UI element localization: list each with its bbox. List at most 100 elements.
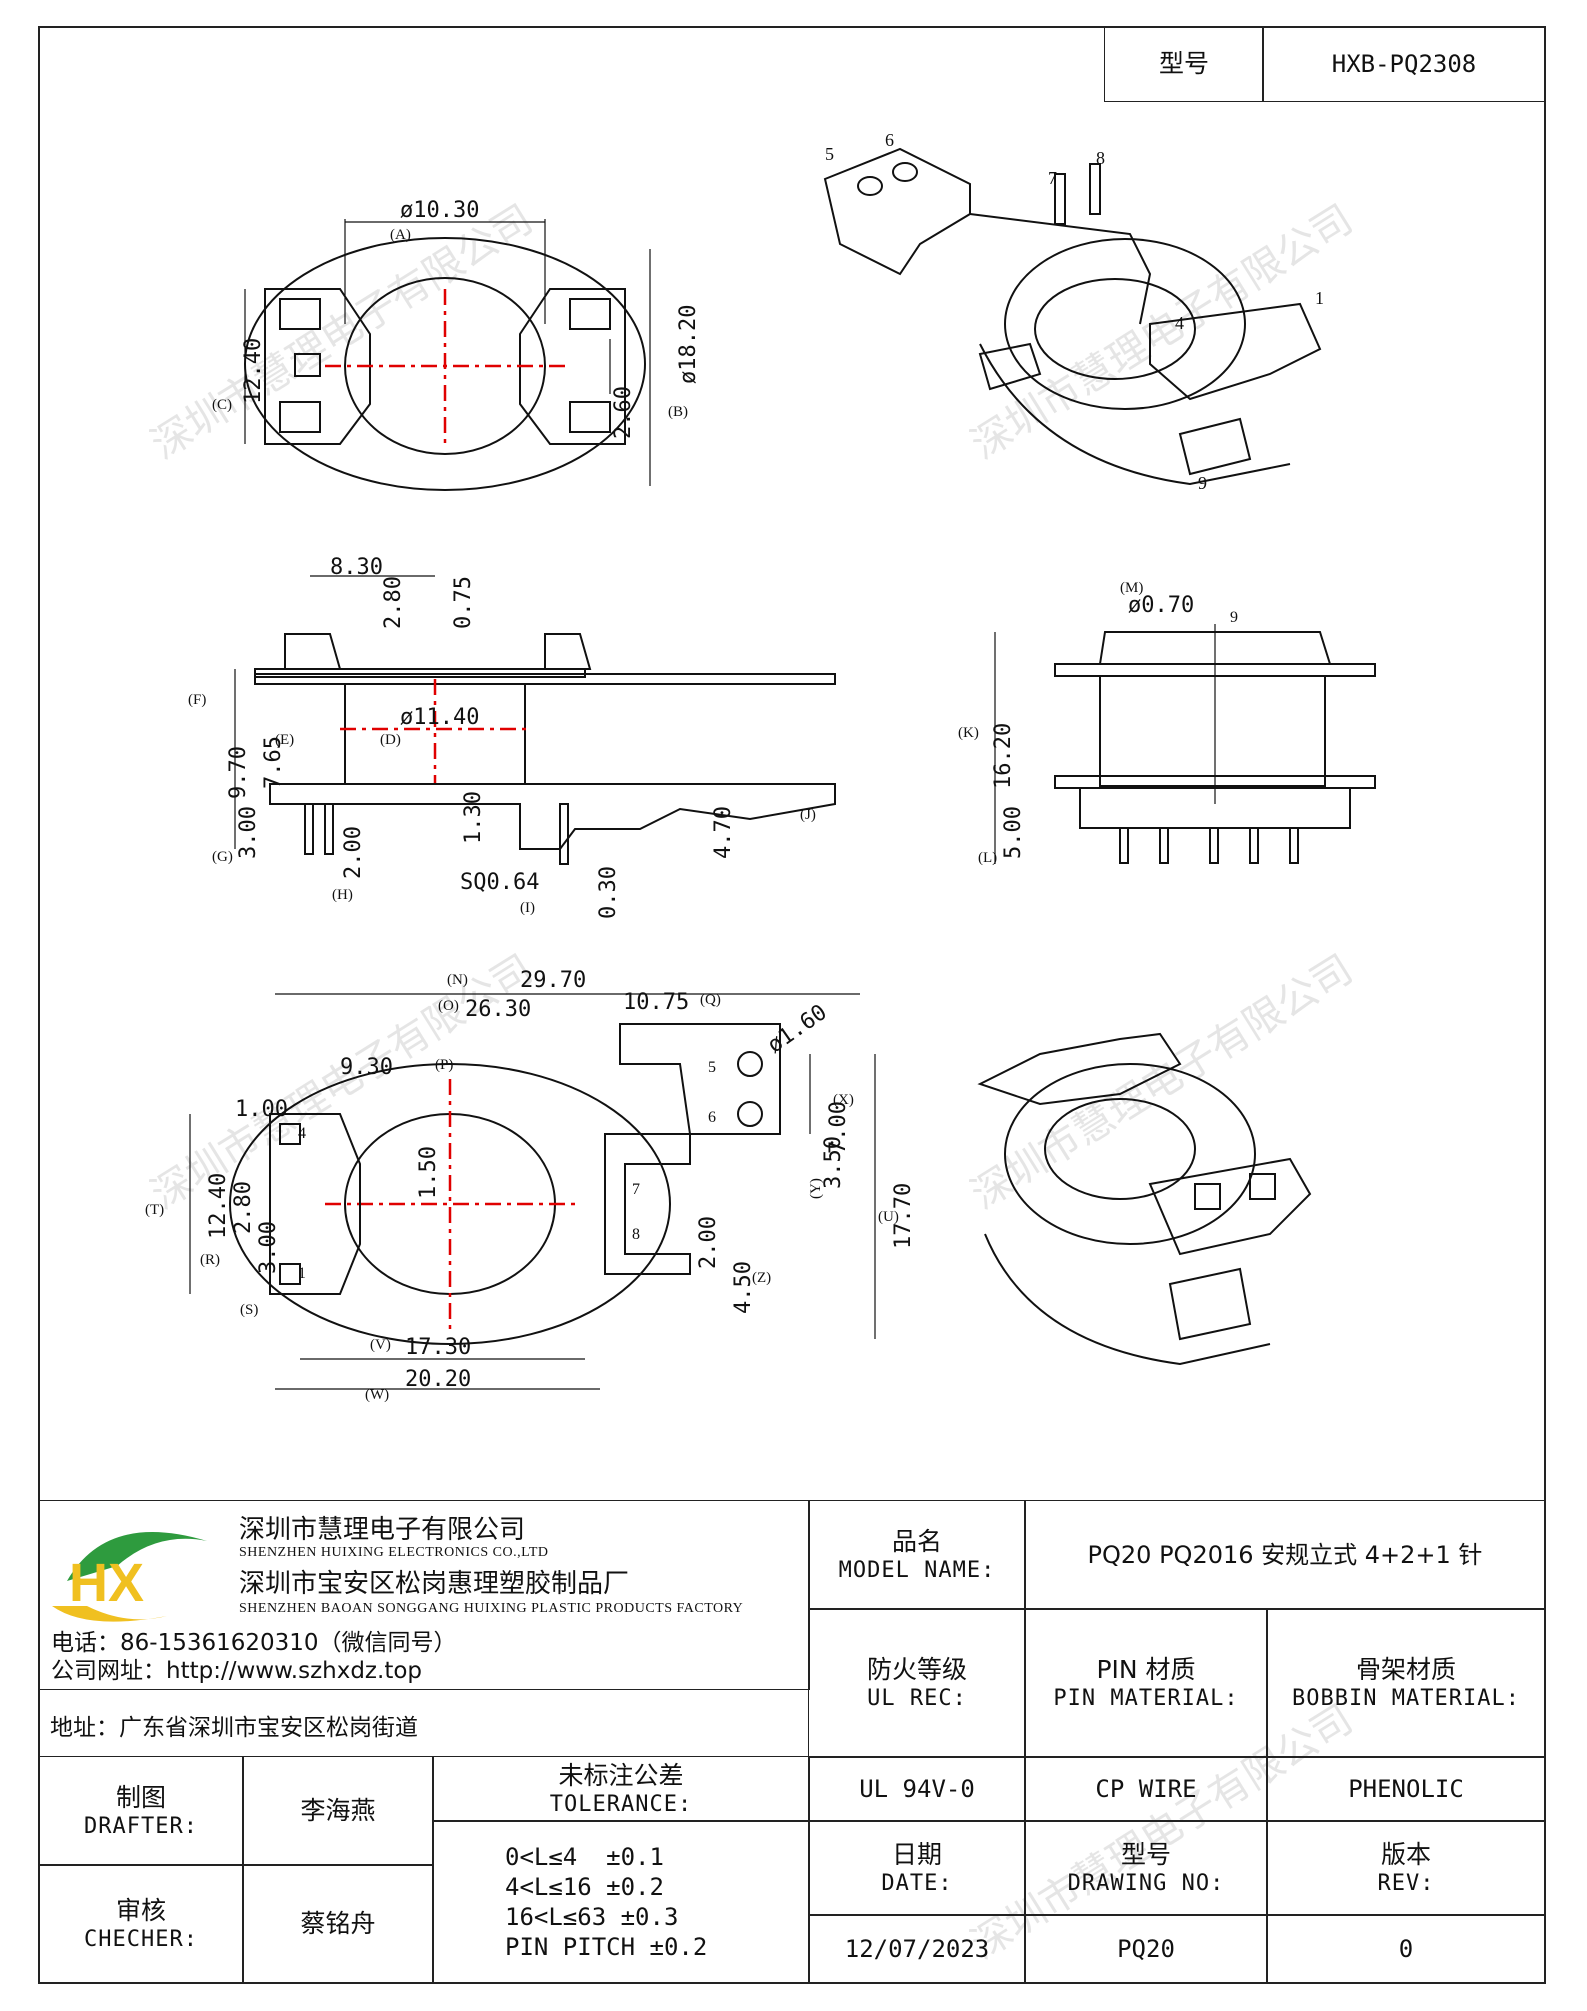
svg-text:3.00: 3.00	[256, 1221, 281, 1274]
ul-value: UL 94V-0	[808, 1756, 1026, 1822]
svg-text:12.40: 12.40	[241, 338, 266, 404]
bottom-view: 5 6 7 8 4 1 29.70 (N) 26.30 (O) 10.75 (Q…	[145, 968, 916, 1403]
svg-text:SQ0.64: SQ0.64	[460, 870, 539, 895]
svg-text:(C): (C)	[212, 397, 232, 413]
drawing-no-label: 型号 DRAWING NO:	[1024, 1820, 1268, 1916]
iso-view-top: 5 6 7 8 1 4 9	[823, 130, 1324, 493]
svg-text:6: 6	[885, 130, 894, 150]
svg-text:(J): (J)	[800, 807, 816, 823]
company-name-en: SHENZHEN HUIXING ELECTRONICS CO.,LTD	[239, 1545, 549, 1560]
svg-text:8: 8	[632, 1226, 640, 1243]
svg-text:HX: HX	[69, 1553, 144, 1613]
svg-text:1: 1	[1315, 288, 1324, 308]
svg-text:ø18.20: ø18.20	[676, 305, 701, 384]
svg-text:2.60: 2.60	[611, 386, 636, 439]
svg-text:17.70: 17.70	[891, 1183, 916, 1249]
svg-text:(A): (A)	[390, 227, 411, 243]
svg-text:(H): (H)	[332, 887, 353, 903]
svg-text:(S): (S)	[240, 1302, 258, 1318]
bobbin-material-value: PHENOLIC	[1266, 1756, 1546, 1822]
model-value: HXB-PQ2308	[1331, 50, 1477, 78]
svg-text:4.70: 4.70	[711, 806, 736, 859]
svg-text:2.00: 2.00	[696, 1216, 721, 1269]
svg-text:(X): (X)	[833, 1092, 854, 1108]
drafter-label: 制图 DRAFTER:	[38, 1756, 244, 1866]
svg-text:(U): (U)	[878, 1209, 899, 1225]
svg-text:(L): (L)	[978, 850, 997, 866]
svg-text:9: 9	[1198, 473, 1207, 493]
svg-text:7: 7	[1048, 168, 1057, 188]
front-view: ø0.70 (M) 9 16.20 (K) 5.00 (L)	[958, 580, 1376, 866]
svg-text:0.75: 0.75	[451, 576, 476, 629]
svg-text:(O): (O)	[438, 998, 459, 1014]
svg-text:17.30: 17.30	[405, 1335, 471, 1360]
svg-text:4: 4	[298, 1125, 306, 1142]
svg-text:ø1.60: ø1.60	[763, 1000, 832, 1058]
svg-text:(G): (G)	[212, 849, 233, 865]
svg-text:(Q): (Q)	[700, 992, 721, 1008]
svg-text:(Z): (Z)	[752, 1270, 771, 1286]
company-name-cn: 深圳市慧理电子有限公司	[239, 1515, 526, 1545]
company-phone: 电话：86-15361620310（微信同号）	[51, 1630, 457, 1656]
svg-text:9: 9	[1230, 609, 1238, 626]
svg-text:10.75: 10.75	[623, 990, 689, 1015]
svg-text:5: 5	[825, 144, 834, 164]
tolerance-row: 0<L≤4 ±0.1	[505, 1843, 664, 1871]
technical-drawing: ø10.30 (A) ø18.20 (B) 12.40 (C) 2.60 5 6…	[145, 130, 1376, 1403]
svg-text:(K): (K)	[958, 725, 979, 741]
svg-text:16.20: 16.20	[991, 723, 1016, 789]
svg-text:7.65: 7.65	[261, 736, 286, 789]
pin-material-label: PIN 材质 PIN MATERIAL:	[1024, 1608, 1268, 1758]
svg-text:26.30: 26.30	[465, 997, 531, 1022]
svg-text:(B): (B)	[668, 404, 688, 420]
svg-text:2.00: 2.00	[341, 826, 366, 879]
svg-text:3.00: 3.00	[236, 806, 261, 859]
svg-text:2.80: 2.80	[381, 576, 406, 629]
svg-text:(E): (E)	[275, 732, 294, 748]
model-label: 型号	[1158, 49, 1209, 79]
svg-text:(I): (I)	[520, 900, 535, 916]
checker-label: 审核 CHECHER:	[38, 1864, 244, 1984]
svg-text:(T): (T)	[145, 1202, 164, 1218]
tolerance-row: 4<L≤16 ±0.2	[505, 1873, 664, 1901]
svg-text:8: 8	[1096, 148, 1105, 168]
svg-text:0.30: 0.30	[596, 866, 621, 919]
rev-label: 版本 REV:	[1266, 1820, 1546, 1916]
bobbin-material-label: 骨架材质 BOBBIN MATERIAL:	[1266, 1608, 1546, 1758]
svg-text:2.80: 2.80	[231, 1181, 256, 1234]
rev-value: 0	[1266, 1914, 1546, 1984]
svg-text:(P): (P)	[435, 1057, 453, 1073]
svg-text:6: 6	[708, 1109, 716, 1126]
ul-label: 防火等级 UL REC:	[808, 1608, 1026, 1758]
date-label: 日期 DATE:	[808, 1820, 1026, 1916]
svg-text:5.00: 5.00	[1001, 806, 1026, 859]
svg-text:(W): (W)	[365, 1387, 389, 1403]
svg-text:3.50: 3.50	[821, 1136, 846, 1189]
svg-text:(N): (N)	[447, 972, 468, 988]
svg-text:1: 1	[298, 1265, 306, 1282]
drafter-value: 李海燕	[242, 1756, 434, 1866]
svg-text:1.30: 1.30	[461, 791, 486, 844]
model-label-cell: 型号	[1104, 26, 1264, 102]
svg-text:4: 4	[1175, 313, 1184, 333]
svg-text:(M): (M)	[1120, 580, 1143, 596]
dim-a: ø10.30	[400, 198, 479, 223]
drawing-no-value: PQ20	[1024, 1914, 1268, 1984]
tolerance-row: PIN PITCH ±0.2	[505, 1933, 708, 1961]
company-website: 公司网址：http://www.szhxdz.top	[51, 1658, 423, 1684]
svg-text:4.50: 4.50	[731, 1261, 756, 1314]
side-view: 8.30 2.80 0.75 ø11.40 (D) 9.70 (F) 7.65 …	[188, 555, 836, 919]
tolerance-row: 16<L≤63 ±0.3	[505, 1903, 679, 1931]
tolerance-label: 未标注公差 TOLERANCE:	[432, 1756, 810, 1822]
model-name-value: PQ20 PQ2016 安规立式 4+2+1 针	[1024, 1500, 1546, 1610]
svg-text:(R): (R)	[200, 1252, 220, 1268]
svg-text:9.70: 9.70	[226, 746, 251, 799]
top-view: ø10.30 (A) ø18.20 (B) 12.40 (C) 2.60	[212, 198, 701, 491]
svg-text:(F): (F)	[188, 692, 206, 708]
company-logo: HX	[52, 1532, 207, 1622]
checker-value: 蔡铭舟	[242, 1864, 434, 1984]
svg-text:12.40: 12.40	[206, 1173, 231, 1239]
company-block: HX 深圳市慧理电子有限公司 SHENZHEN HUIXING ELECTRON…	[38, 1500, 810, 1690]
svg-text:29.70: 29.70	[520, 968, 586, 993]
svg-text:9.30: 9.30	[340, 1055, 393, 1080]
